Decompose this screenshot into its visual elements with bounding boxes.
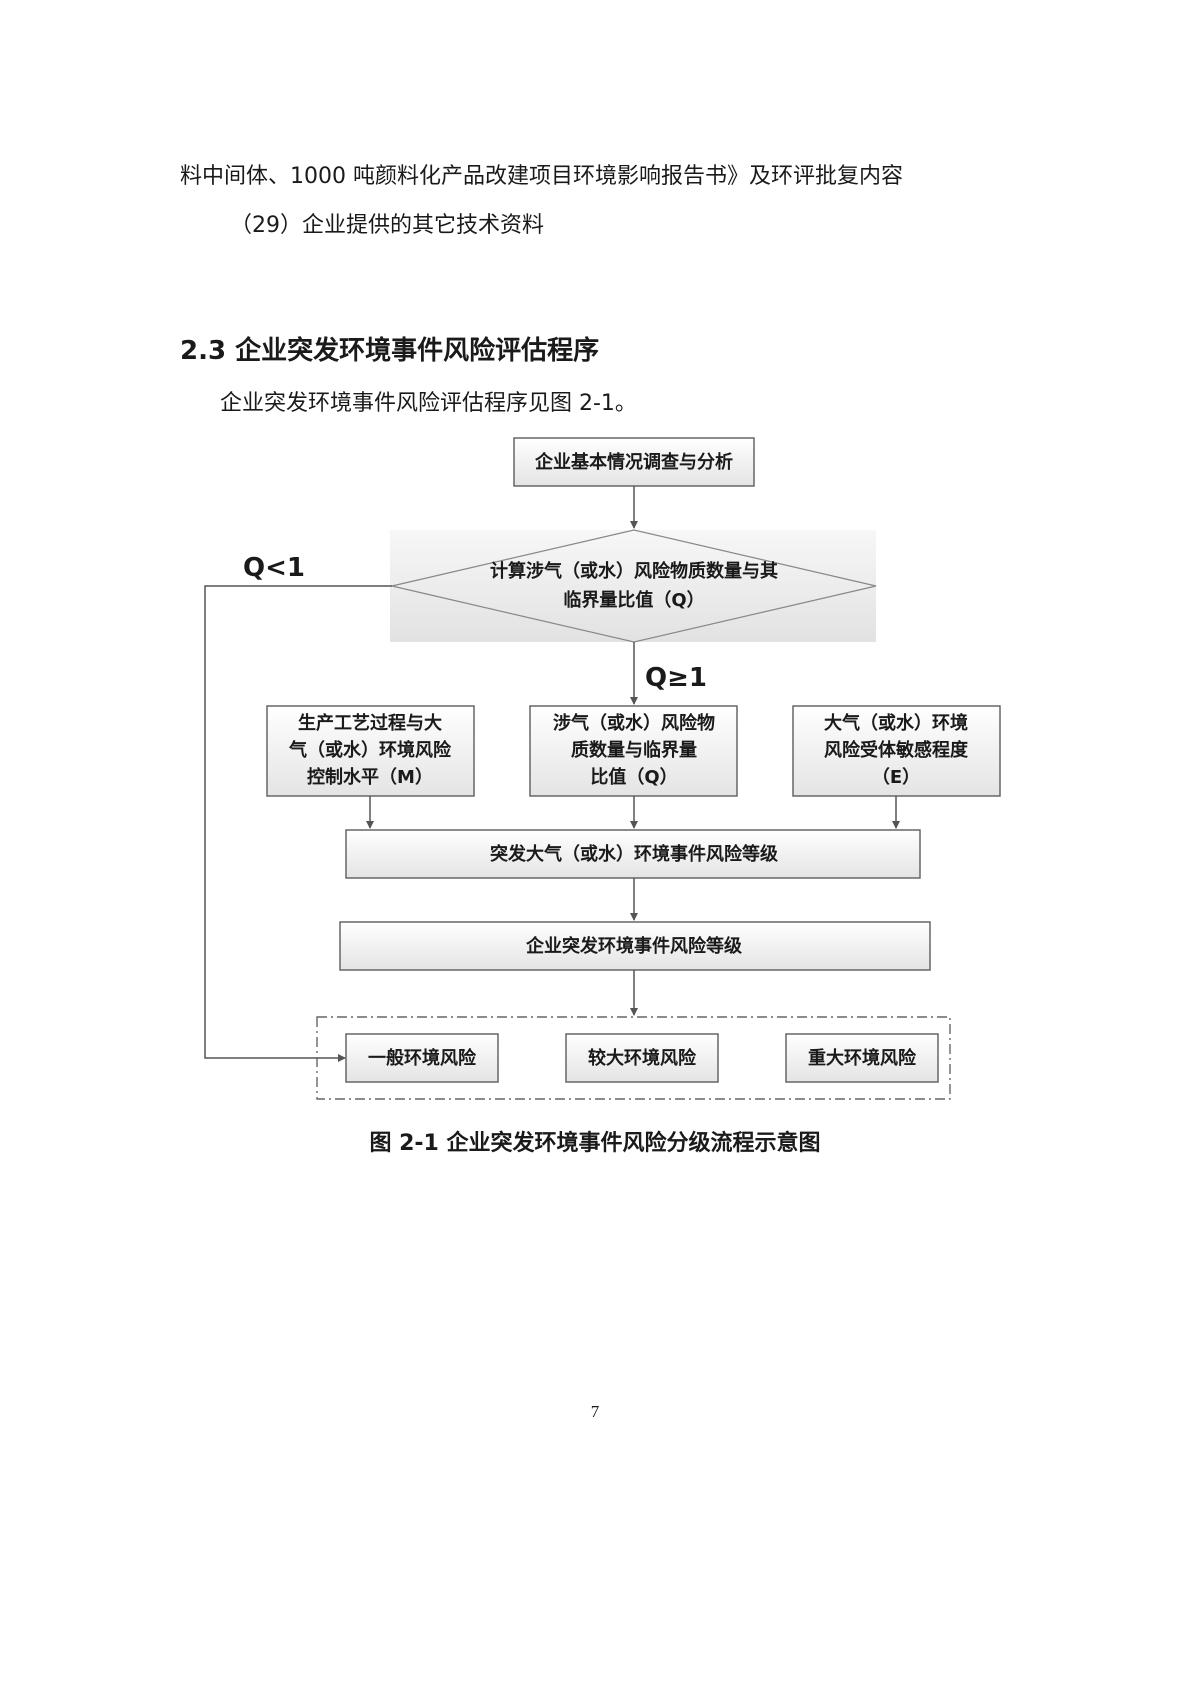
box-m-line3: 控制水平（M） [307, 766, 433, 788]
survey-label: 企业基本情况调查与分析 [534, 451, 733, 473]
box-e-line3: （E） [872, 767, 920, 788]
paragraph-line-1: 料中间体、1000 吨颜料化产品改建项目环境影响报告书》及环评批复内容 [180, 164, 903, 189]
box-m [266, 705, 475, 797]
risk-levels-group [316, 1016, 951, 1100]
box-level-air-water-label: 突发大气（或水）环境事件风险等级 [490, 843, 779, 865]
box-level-air-water [345, 829, 921, 879]
label-q-ge-1: Q≥1 [645, 663, 707, 693]
decision-label-line1: 计算涉气（或水）风险物质数量与其 [490, 560, 778, 582]
box-risk-larger [565, 1033, 719, 1083]
figure-caption: 图 2-1 企业突发环境事件风险分级流程示意图 [369, 1131, 821, 1156]
box-q-line2: 质数量与临界量 [571, 739, 697, 761]
intro-paragraph: 企业突发环境事件风险评估程序见图 2-1。 [220, 391, 637, 416]
box-level-enterprise-label: 企业突发环境事件风险等级 [525, 935, 743, 957]
box-e-line1: 大气（或水）环境 [824, 712, 968, 734]
box-e-line2: 风险受体敏感程度 [824, 739, 969, 761]
decision-background [390, 530, 876, 642]
paragraph-line-2: （29）企业提供的其它技术资料 [230, 213, 544, 238]
box-level-enterprise [339, 921, 931, 971]
survey-box [513, 437, 755, 487]
page-number: 7 [590, 1402, 600, 1421]
box-e [792, 705, 1001, 797]
box-risk-major [785, 1033, 939, 1083]
risk-larger-label: 较大环境风险 [588, 1047, 697, 1069]
risk-major-label: 重大环境风险 [808, 1047, 917, 1069]
box-m-line1: 生产工艺过程与大 [298, 712, 442, 734]
box-m-line2: 气（或水）环境风险 [288, 739, 452, 761]
label-q-less-than-1: Q<1 [243, 553, 305, 583]
box-q-line1: 涉气（或水）风险物 [553, 712, 715, 734]
box-risk-general [345, 1033, 499, 1083]
risk-general-label: 一般环境风险 [368, 1047, 477, 1069]
box-q-line3: 比值（Q） [590, 766, 677, 788]
decision-label-line2: 临界量比值（Q） [563, 589, 704, 611]
box-q [529, 705, 738, 797]
arrow-q-less-than-1-loop [204, 585, 392, 1062]
section-heading: 2.3 企业突发环境事件风险评估程序 [180, 336, 600, 366]
